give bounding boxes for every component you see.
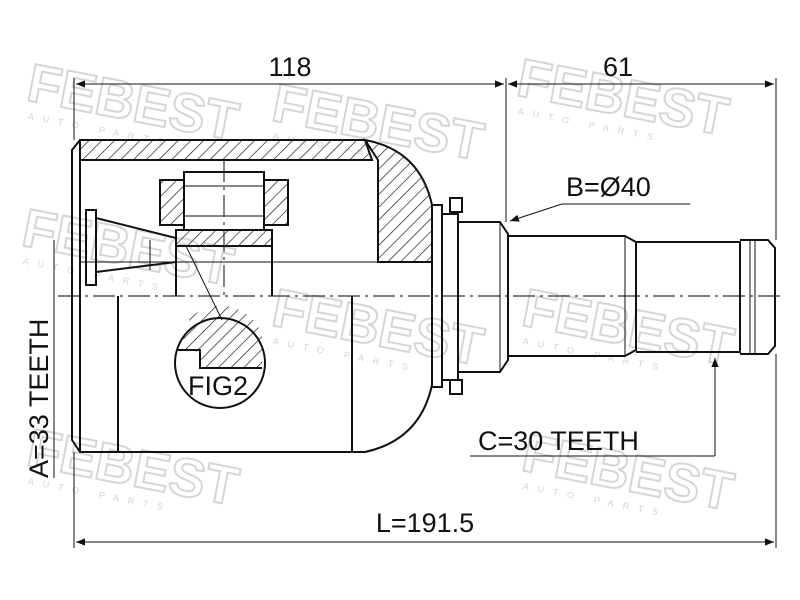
fig2-circle <box>174 317 266 409</box>
fig2-detail: FIG2 <box>174 305 266 409</box>
fig2-label: FIG2 <box>188 371 248 401</box>
shaft-spline <box>636 241 741 353</box>
febest-watermark: FEBEST AUTO PARTS <box>17 197 240 299</box>
housing-left-stub <box>85 209 97 286</box>
shaft-teeth-callout: C=30 TEETH <box>470 358 719 457</box>
output-shaft <box>508 235 776 357</box>
watermark-layer: FEBEST AUTO PARTS FEBEST AUTO PARTS FEBE… <box>17 47 740 524</box>
clamp-tab <box>449 197 463 213</box>
fig2-upper-section <box>180 305 262 350</box>
shaft-teeth-label: C=30 TEETH <box>478 426 639 456</box>
shaft-body <box>508 235 637 357</box>
neck-collar <box>431 204 443 388</box>
febest-watermark: FEBEST AUTO PARTS <box>267 277 490 379</box>
diameter-callout: B=Ø40 <box>509 172 690 222</box>
dimension-61: 61 <box>508 52 777 240</box>
dimension-length: L=191.5 <box>73 354 777 548</box>
dimension-118-label: 118 <box>268 52 311 82</box>
tripod-roller <box>95 160 289 321</box>
roller-left-section <box>159 179 185 226</box>
joint-housing <box>71 138 433 453</box>
fig2-spline-section <box>180 350 262 368</box>
callout-leader <box>509 203 563 222</box>
inner-teeth-dimension: A=33 TEETH <box>24 240 55 478</box>
housing-shoulder-section <box>362 138 433 263</box>
joint-neck <box>431 197 509 395</box>
neck-flange <box>458 221 509 373</box>
inner-teeth-label: A=33 TEETH <box>24 319 54 478</box>
dimension-118: 118 <box>73 52 507 222</box>
roller-right-section <box>263 179 289 226</box>
diameter-label: B=Ø40 <box>566 172 651 202</box>
clamp-tab <box>449 379 463 395</box>
dimension-61-label: 61 <box>603 52 633 82</box>
fig2-spline-profile <box>178 349 262 369</box>
febest-watermark: FEBEST AUTO PARTS <box>517 277 740 379</box>
shaft-tip <box>740 239 776 355</box>
housing-top-section <box>79 139 374 161</box>
length-label: L=191.5 <box>376 508 474 538</box>
